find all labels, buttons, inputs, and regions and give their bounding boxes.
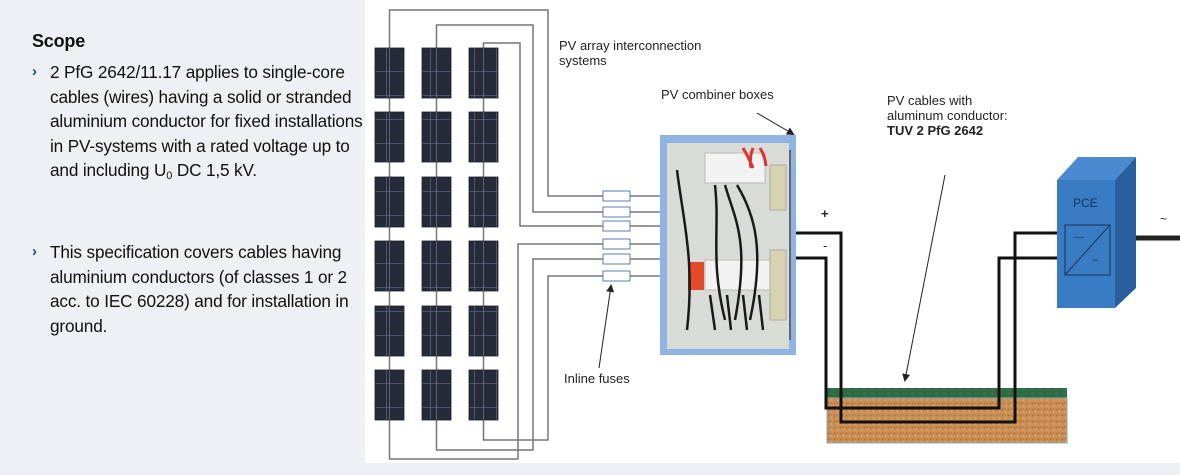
inline-fuse [602,206,631,218]
surge-protector [688,262,704,290]
pce-side-face [1115,157,1136,308]
internal-cables [675,169,765,331]
pce-inverter [1057,157,1180,308]
string-wire-bottom [435,258,660,451]
cable-callout-arrow [902,174,946,382]
dc-disconnect-bottom [769,249,787,321]
string-wire-bottom [388,243,660,460]
diagram-canvas [374,9,1180,460]
breaker-row-top [704,152,766,184]
subscript-zero: 0 [166,170,173,183]
inline-fuse [602,270,631,282]
inline-fuse [602,220,631,232]
scope-text-panel: Scope › 2 PfG 2642/11.17 applies to sing… [0,0,365,475]
interconnection-wires [388,9,660,460]
pce-label: PCE [1073,196,1098,210]
red-cables [741,147,768,169]
dc-symbol: — [1074,232,1084,243]
positive-cable-buried [839,388,1017,424]
cables-label-line1: PV cables with [887,93,973,108]
combiner-callout-arrow [756,112,795,136]
fuse-callout-arrow [598,284,615,369]
ac-output-label: ~ [1160,212,1168,226]
negative-cable-buried [824,388,1001,410]
scope-bullet-2: › This specification covers cables havin… [32,240,367,338]
inline-fuse [602,253,631,265]
scope-bullet-2-text: This specification covers cables having … [50,242,349,336]
string-wire-top [388,9,660,197]
ac-symbol: ~ [1092,255,1099,267]
pce-top-face [1057,157,1136,180]
string-wire-bottom [482,275,660,441]
scope-bullet-1-text-end: DC 1,5 kV. [172,160,257,181]
minus-terminal-label: - [823,238,828,253]
inline-fuse [602,190,631,202]
scope-heading: Scope [32,31,86,51]
interconnection-label: PV array interconnection systems [559,38,701,68]
grass-layer [827,388,1067,398]
cables-label: PV cables with aluminum conductor: TUV 2… [887,93,1008,138]
interconnection-label-line2: systems [559,53,607,68]
interconnection-label-line1: PV array interconnection [559,38,702,53]
inline-fuse [602,238,631,250]
converter-diagonal [1064,224,1111,276]
pv-system-diagram: PV array interconnection systems PV comb… [365,0,1180,463]
pce-front-face [1057,180,1115,308]
fuses-label: Inline fuses [564,371,630,386]
dc-disconnect-top [769,164,787,211]
scope-bullet-1-text: 2 PfG 2642/11.17 applies to single-core … [50,62,363,181]
combiner-box [660,135,796,355]
chevron-right-icon: › [32,243,37,260]
negative-cable [796,256,1058,410]
plus-terminal-label: + [821,206,829,221]
dc-ac-converter-symbol [1064,224,1111,276]
chevron-right-icon: › [32,63,37,80]
string-wire-top [482,42,660,227]
string-wire-top [435,24,660,213]
pv-array [374,47,499,421]
cables-standard: TUV 2 PfG 2642 [887,123,984,138]
scope-bullet-1: › 2 PfG 2642/11.17 applies to single-cor… [32,60,367,183]
cables-label-line2: aluminum conductor: [887,108,1008,123]
inline-fuses [602,190,631,282]
ground-trench [824,388,1068,444]
combiner-label: PV combiner boxes [661,87,774,102]
